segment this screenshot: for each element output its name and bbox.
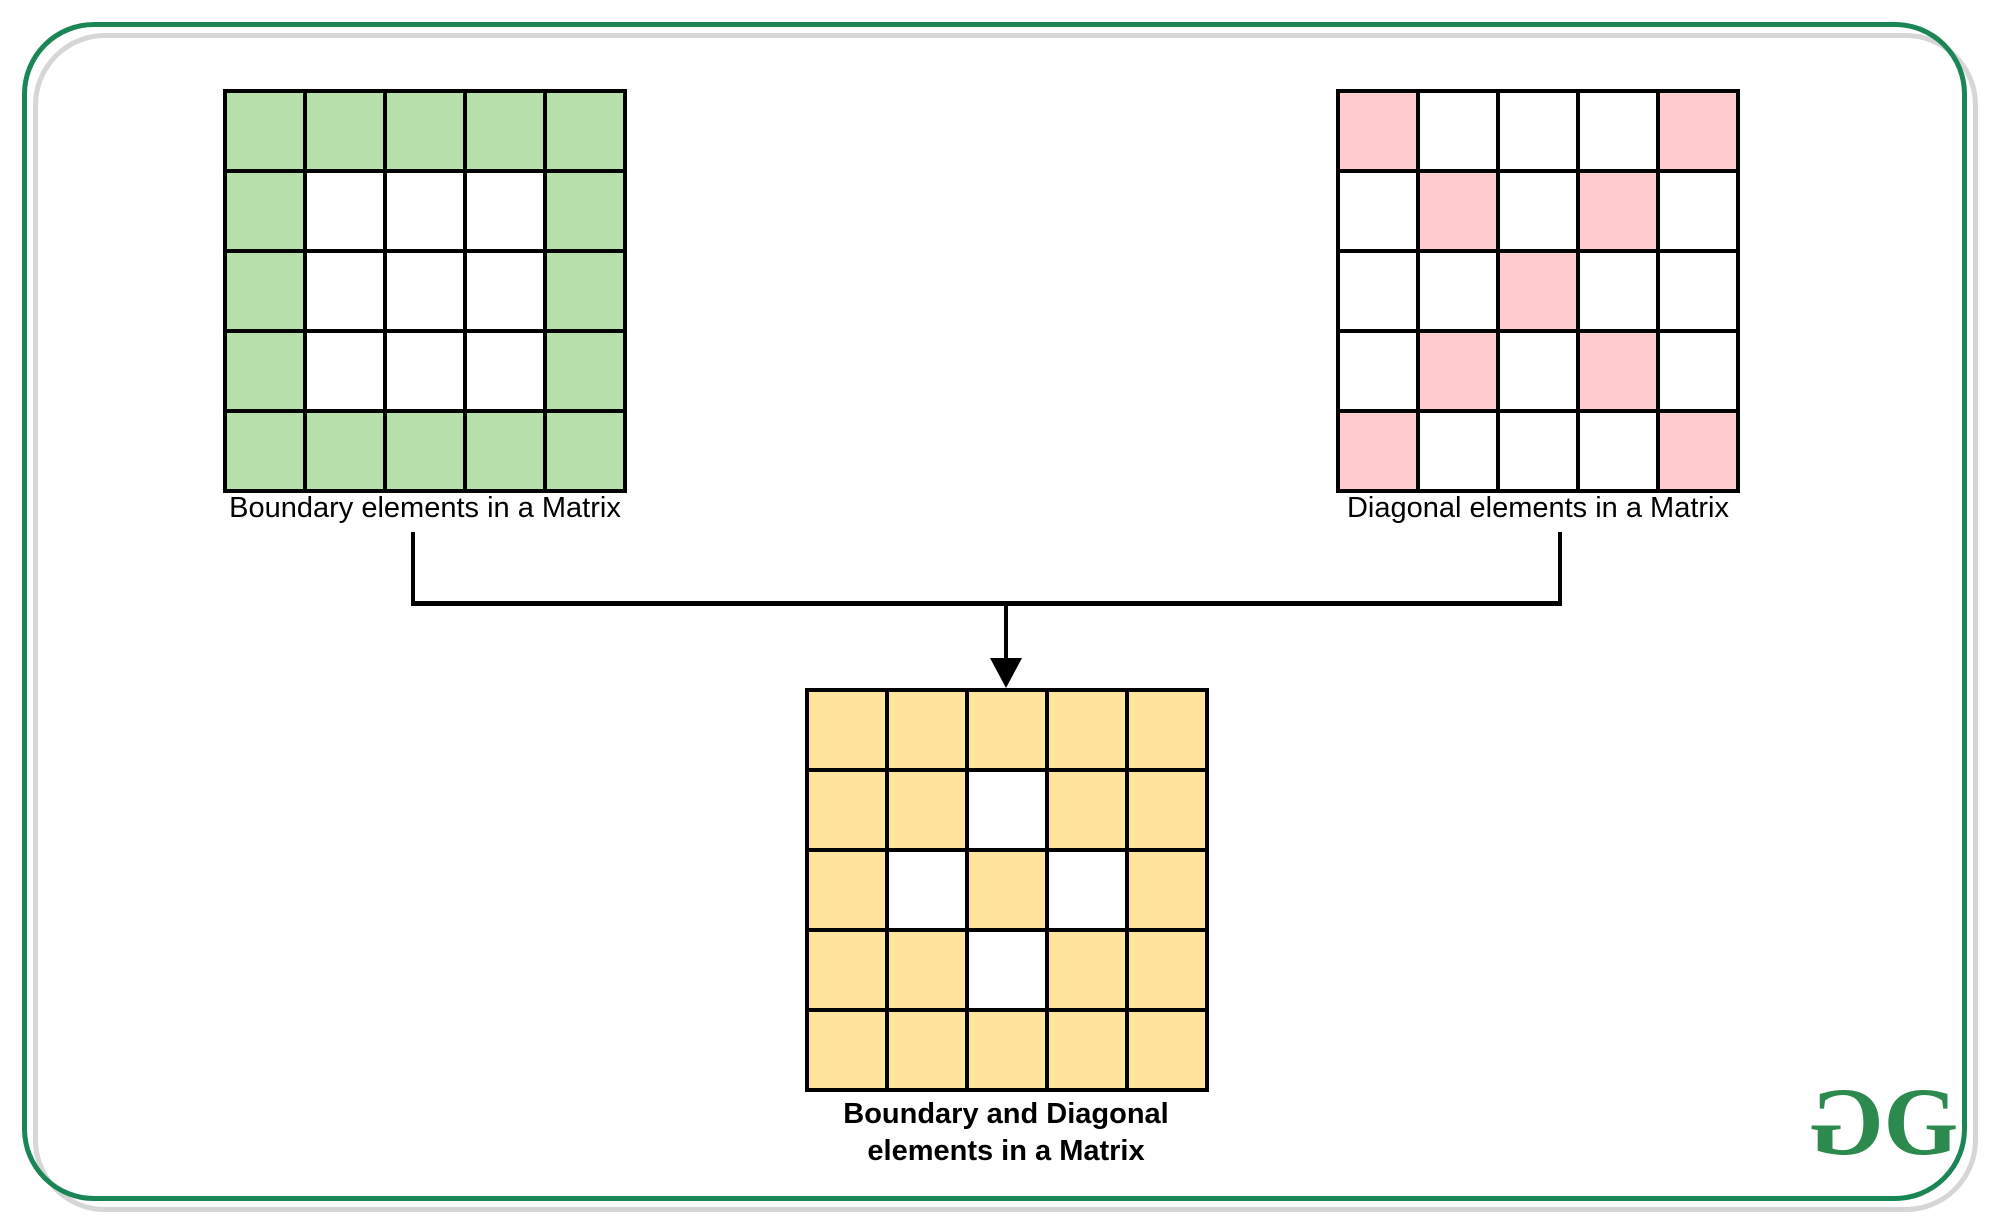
logo-mirrored-g-glyph: G — [1815, 1068, 1884, 1175]
matrix-cell — [1580, 93, 1656, 169]
matrix-cell — [889, 1012, 965, 1088]
matrix-cell — [1129, 932, 1205, 1008]
matrix-cell — [809, 692, 885, 768]
arrow-shaft-line — [1004, 601, 1008, 663]
matrix-cell — [387, 253, 463, 329]
matrix-cell — [969, 1012, 1045, 1088]
matrix-cell — [227, 93, 303, 169]
geeksforgeeks-logo: GG — [1815, 1068, 1959, 1175]
connector-left-vertical-line — [411, 532, 415, 605]
matrix-cell — [1660, 93, 1736, 169]
matrix-cell — [1660, 413, 1736, 489]
matrix-cell — [547, 173, 623, 249]
matrix-cell — [547, 93, 623, 169]
matrix-cell — [547, 253, 623, 329]
matrix-cell — [1340, 93, 1416, 169]
matrix-cell — [467, 93, 543, 169]
diagonal-matrix-grid — [1336, 89, 1740, 493]
matrix-cell — [1129, 692, 1205, 768]
diagonal-matrix-label: Diagonal elements in a Matrix — [1346, 492, 1729, 524]
matrix-cell — [969, 852, 1045, 928]
connector-horizontal-line — [411, 601, 1562, 606]
matrix-cell — [227, 413, 303, 489]
matrix-cell — [387, 413, 463, 489]
matrix-cell — [1049, 1012, 1125, 1088]
matrix-cell — [1049, 692, 1125, 768]
matrix-cell — [969, 772, 1045, 848]
matrix-cell — [1660, 253, 1736, 329]
matrix-cell — [1049, 852, 1125, 928]
matrix-cell — [1580, 333, 1656, 409]
matrix-cell — [227, 173, 303, 249]
matrix-cell — [889, 692, 965, 768]
matrix-cell — [547, 333, 623, 409]
matrix-cell — [889, 852, 965, 928]
matrix-cell — [227, 333, 303, 409]
matrix-cell — [387, 93, 463, 169]
matrix-cell — [1500, 333, 1576, 409]
boundary-matrix-grid — [223, 89, 627, 493]
matrix-cell — [1420, 93, 1496, 169]
matrix-cell — [1420, 173, 1496, 249]
matrix-cell — [467, 173, 543, 249]
matrix-cell — [1500, 173, 1576, 249]
matrix-cell — [889, 932, 965, 1008]
arrow-head-icon — [990, 658, 1022, 688]
matrix-cell — [467, 413, 543, 489]
matrix-cell — [1580, 253, 1656, 329]
matrix-cell — [307, 93, 383, 169]
matrix-cell — [809, 932, 885, 1008]
card-shadow-border — [33, 33, 1978, 1212]
logo-g-glyph: G — [1883, 1068, 1959, 1175]
matrix-cell — [1340, 253, 1416, 329]
combined-label-line2: elements in a Matrix — [867, 1135, 1145, 1167]
matrix-cell — [1049, 932, 1125, 1008]
matrix-cell — [1340, 173, 1416, 249]
matrix-cell — [307, 173, 383, 249]
matrix-cell — [387, 173, 463, 249]
matrix-cell — [1500, 93, 1576, 169]
matrix-cell — [1500, 253, 1576, 329]
matrix-cell — [1580, 173, 1656, 249]
matrix-cell — [1580, 413, 1656, 489]
matrix-cell — [1129, 852, 1205, 928]
matrix-cell — [1420, 253, 1496, 329]
card-green-border — [22, 22, 1967, 1201]
matrix-cell — [1660, 333, 1736, 409]
matrix-cell — [547, 413, 623, 489]
matrix-cell — [307, 413, 383, 489]
matrix-cell — [387, 333, 463, 409]
matrix-cell — [467, 333, 543, 409]
matrix-cell — [307, 333, 383, 409]
matrix-cell — [227, 253, 303, 329]
matrix-cell — [1660, 173, 1736, 249]
matrix-cell — [809, 772, 885, 848]
matrix-cell — [969, 692, 1045, 768]
matrix-cell — [809, 1012, 885, 1088]
combined-label-line1: Boundary and Diagonal — [843, 1098, 1169, 1130]
matrix-cell — [467, 253, 543, 329]
combined-matrix-grid — [805, 688, 1209, 1092]
matrix-cell — [1129, 772, 1205, 848]
boundary-matrix-label: Boundary elements in a Matrix — [229, 492, 621, 524]
connector-right-vertical-line — [1558, 532, 1562, 605]
matrix-cell — [1340, 413, 1416, 489]
matrix-cell — [889, 772, 965, 848]
matrix-cell — [1500, 413, 1576, 489]
matrix-cell — [1340, 333, 1416, 409]
matrix-cell — [969, 932, 1045, 1008]
matrix-cell — [1129, 1012, 1205, 1088]
matrix-cell — [1049, 772, 1125, 848]
matrix-cell — [307, 253, 383, 329]
matrix-cell — [1420, 413, 1496, 489]
matrix-cell — [1420, 333, 1496, 409]
combined-matrix-label: Boundary and Diagonal elements in a Matr… — [686, 1096, 1326, 1170]
matrix-cell — [809, 852, 885, 928]
